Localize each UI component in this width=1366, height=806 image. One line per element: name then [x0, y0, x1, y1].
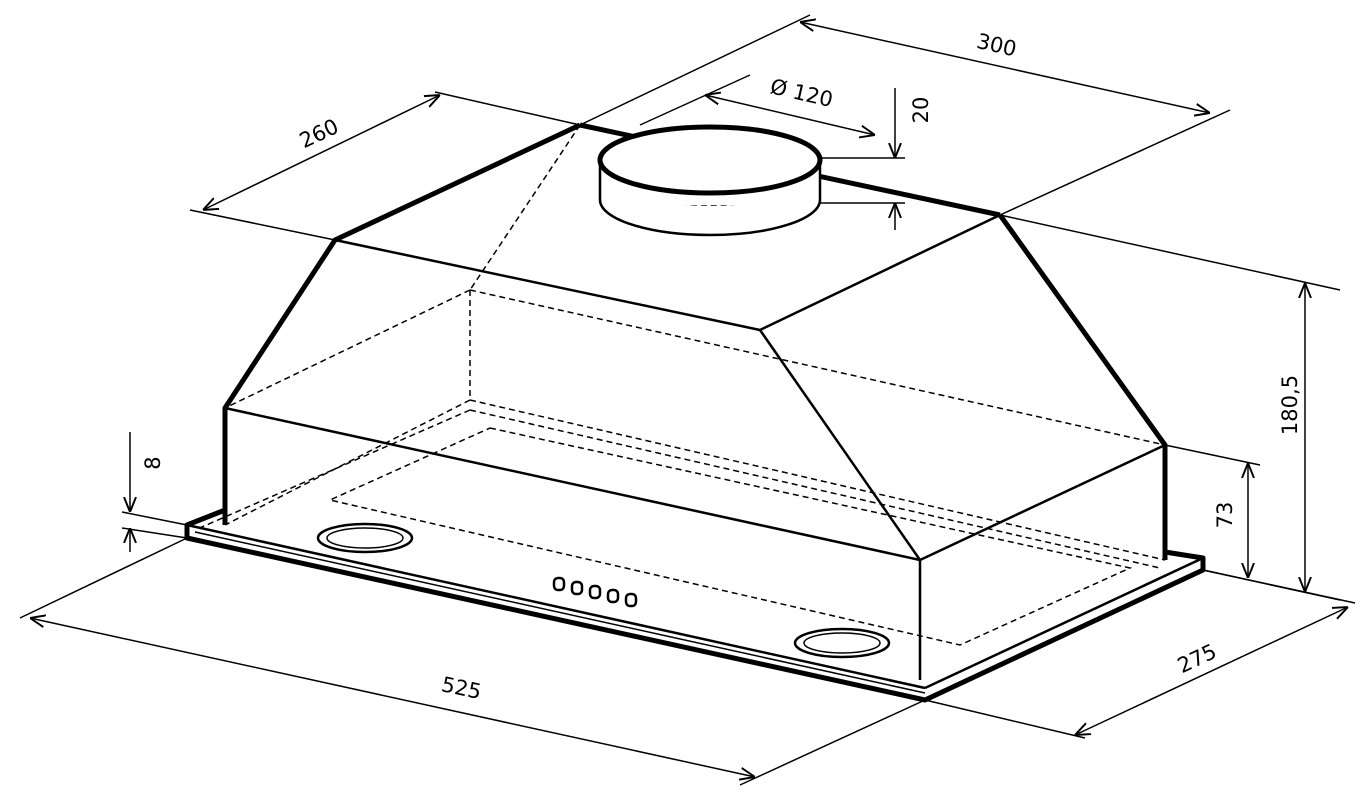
- dim-525: 525: [439, 672, 483, 704]
- duct-outlet: [597, 124, 823, 237]
- dim-300: 300: [974, 29, 1018, 61]
- dim-73: 73: [1213, 502, 1237, 529]
- hood-body: [222, 122, 1168, 680]
- base-plate: [184, 507, 1206, 703]
- control-buttons: [552, 576, 638, 608]
- dimension-lines: [19, 14, 1356, 786]
- lamp-left: [316, 522, 414, 554]
- lamp-right: [793, 627, 891, 659]
- dim-275: 275: [1174, 639, 1220, 678]
- dim-180-5: 180,5: [1278, 375, 1302, 435]
- dim-20: 20: [909, 97, 933, 124]
- dim-duct-diameter: Ø 120: [768, 74, 835, 112]
- dim-8: 8: [141, 456, 165, 469]
- dim-260: 260: [296, 114, 342, 153]
